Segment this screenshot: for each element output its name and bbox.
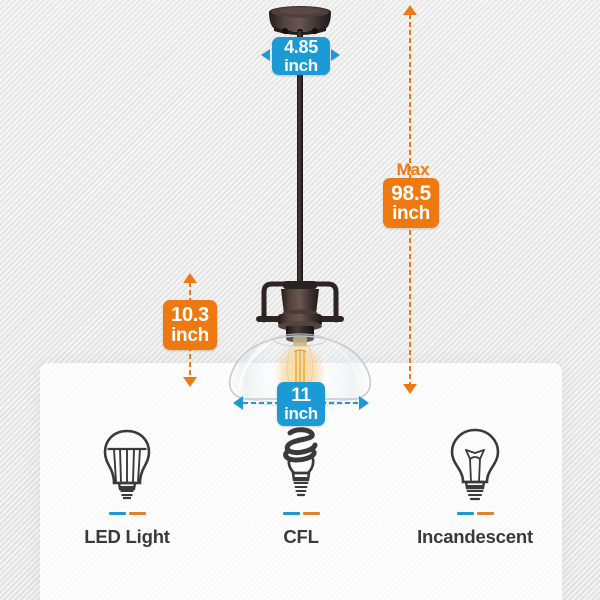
ceiling-canopy	[269, 6, 331, 36]
dimension-badge-fixture-height: 10.3 inch	[163, 300, 217, 350]
dimension-line-shade-left	[243, 402, 281, 404]
arrow-left-icon-canopy	[261, 49, 270, 61]
legend-divider	[108, 512, 146, 515]
legend-divider	[282, 512, 320, 515]
dimension-value: 11	[291, 384, 311, 406]
arrow-up-icon-fixture-height	[183, 273, 197, 283]
dimension-badge-canopy-width: 4.85 inch	[272, 37, 330, 75]
legend-item-led: LED Light	[40, 425, 214, 548]
arrow-right-icon-shade	[359, 396, 369, 410]
incandescent-bulb-icon	[444, 425, 506, 503]
dimension-caption-max: Max	[396, 160, 430, 179]
socket-housing	[278, 281, 322, 343]
dimension-badge-shade-diameter: 11 inch	[277, 382, 325, 426]
arrow-down-icon-max	[403, 384, 417, 394]
dimension-unit: inch	[392, 203, 430, 225]
legend-item-incandescent: Incandescent	[388, 425, 562, 548]
arrow-up-icon-max	[403, 5, 417, 15]
cfl-spiral-bulb-icon	[270, 425, 332, 503]
arrow-down-icon-fixture-height	[183, 377, 197, 387]
dimension-unit: inch	[284, 55, 318, 75]
legend-divider	[456, 512, 494, 515]
dimension-value: 98.5	[391, 181, 431, 205]
arrow-left-icon-shade	[233, 396, 243, 410]
legend-label-led: LED Light	[84, 526, 170, 547]
dimension-unit: inch	[171, 324, 209, 346]
dimension-unit: inch	[284, 404, 318, 424]
dimension-value: 4.85	[284, 37, 318, 58]
legend-label-incandescent: Incandescent	[417, 526, 533, 547]
dimension-badge-max-height: 98.5 inch	[383, 178, 439, 228]
arrow-right-icon-canopy	[331, 49, 340, 61]
legend-item-cfl: CFL	[214, 425, 388, 548]
hanging-rod	[297, 31, 303, 281]
dimension-value: 10.3	[171, 304, 209, 327]
led-bulb-icon	[96, 425, 158, 503]
dimension-line-shade-right	[321, 402, 359, 404]
legend-label-cfl: CFL	[283, 526, 319, 547]
bulb-type-legend: LED Light CFL	[40, 425, 562, 548]
